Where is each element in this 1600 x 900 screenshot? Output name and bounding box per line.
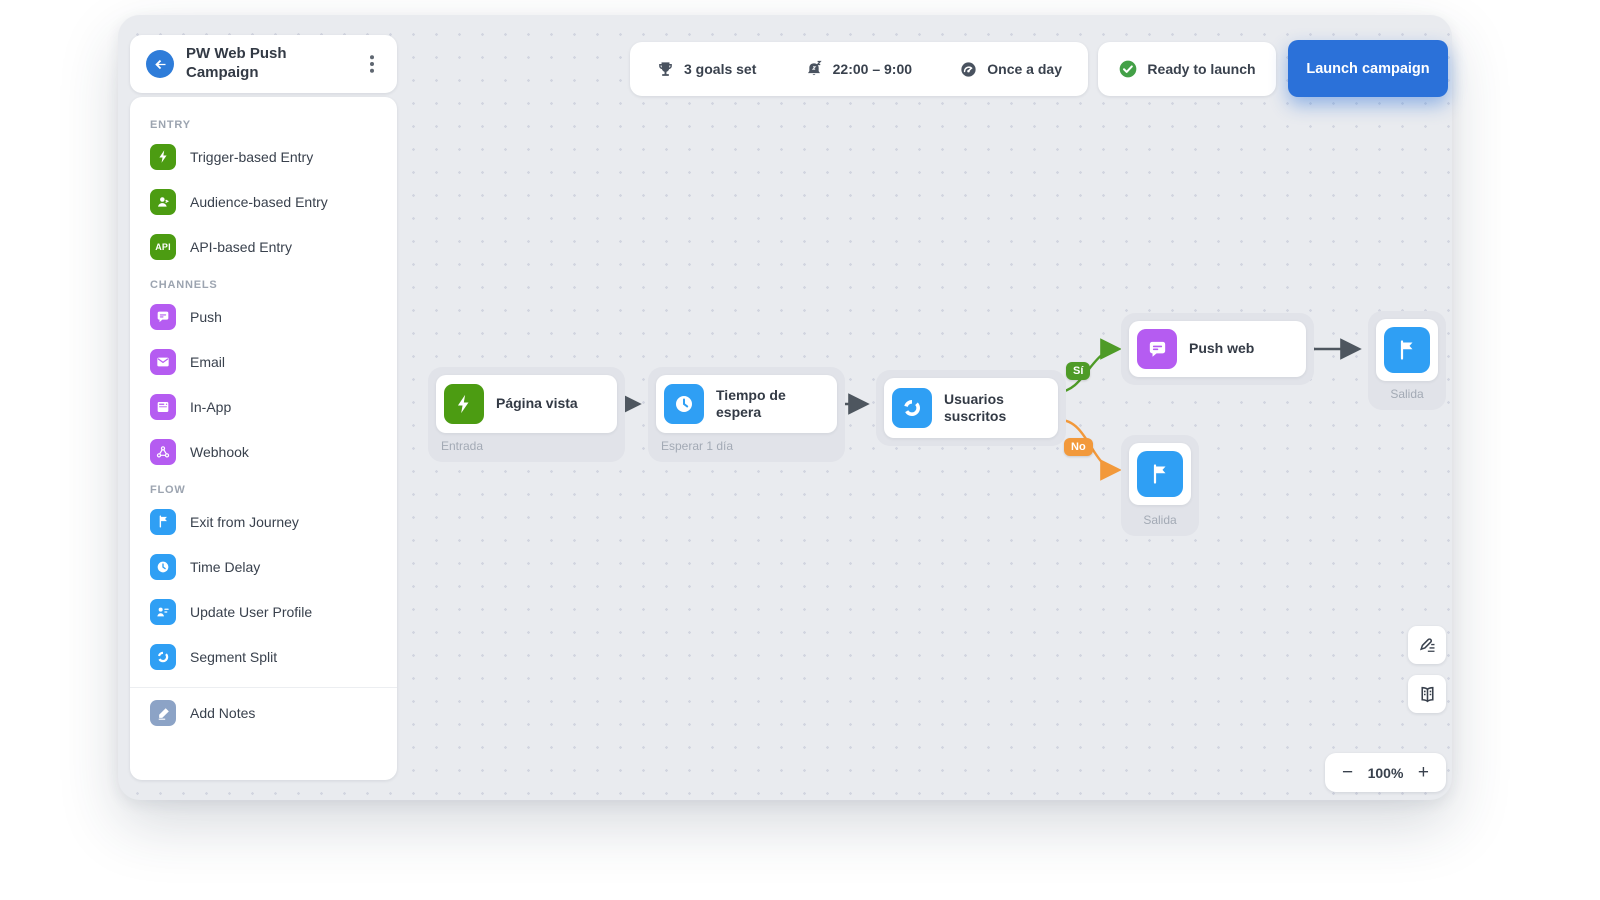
push-chat-icon (150, 303, 176, 330)
sidebar-item-label: Trigger-based Entry (190, 148, 314, 165)
flag-icon (1137, 451, 1183, 497)
node-title: Tiempo de espera (716, 386, 786, 421)
zoom-in-button[interactable]: + (1414, 761, 1433, 784)
clock-icon (150, 553, 176, 580)
sidebar-item-time-delay[interactable]: Time Delay (130, 544, 397, 589)
lightning-icon (444, 384, 484, 424)
node-group-push: Push web (1121, 313, 1314, 385)
zoom-level: 100% (1367, 764, 1404, 781)
quiet-hours-setting[interactable]: 22:00 – 9:00 (804, 59, 912, 79)
node-title: Usuarios suscritos (944, 390, 1007, 425)
node-group-entry: Página vista Entrada (428, 367, 625, 462)
node-caption: Entrada (441, 439, 484, 453)
sidebar-item-segment-split[interactable]: Segment Split (130, 634, 397, 679)
sidebar-item-audience-entry[interactable]: Audience-based Entry (130, 179, 397, 224)
audience-icon (150, 188, 176, 215)
zoom-out-button[interactable]: − (1338, 761, 1357, 784)
node-caption: Salida (1390, 387, 1424, 401)
node-caption: Esperar 1 día (661, 439, 734, 453)
section-label-channels: CHANNELS (150, 279, 218, 291)
sidebar-item-label: Push (190, 308, 222, 325)
launch-status: Ready to launch (1098, 42, 1276, 96)
node-group-exit-top: Salida (1368, 311, 1446, 410)
node-title: Push web (1189, 340, 1255, 357)
marker-icon (150, 700, 176, 726)
arrow-left-icon (154, 59, 165, 69)
section-label-entry: ENTRY (150, 119, 191, 131)
sidebar-item-add-notes[interactable]: Add Notes (130, 687, 397, 732)
campaign-settings-toolbar: 3 goals set 22:00 – 9:00 Once a day (630, 42, 1088, 96)
gauge-icon (961, 61, 976, 77)
node-pagina-vista[interactable]: Página vista (436, 375, 617, 433)
status-label: Ready to launch (1147, 61, 1256, 77)
check-circle-icon (1120, 60, 1137, 78)
clock-icon (664, 384, 704, 424)
sidebar-item-label: Segment Split (190, 648, 278, 665)
push-chat-icon (1137, 329, 1177, 369)
node-tiempo-de-espera[interactable]: Tiempo de espera (656, 375, 837, 433)
sidebar-item-webhook[interactable]: Webhook (130, 429, 397, 474)
zoom-controls: − 100% + (1325, 753, 1446, 792)
node-caption: Salida (1143, 513, 1177, 527)
node-push-web[interactable]: Push web (1129, 321, 1306, 377)
sidebar-item-label: Exit from Journey (190, 513, 299, 530)
guide-book-button[interactable] (1408, 675, 1446, 713)
kebab-menu-icon[interactable] (361, 50, 383, 78)
sidebar-item-update-profile[interactable]: Update User Profile (130, 589, 397, 634)
node-usuarios-suscritos[interactable]: Usuarios suscritos (884, 378, 1058, 438)
sleep-bell-icon (807, 60, 822, 76)
sidebar-item-label: API-based Entry (190, 238, 292, 255)
campaign-header: PW Web Push Campaign (130, 35, 397, 93)
campaign-title: PW Web Push Campaign (186, 45, 287, 81)
email-icon (150, 348, 176, 375)
goals-label: 3 goals set (684, 61, 757, 77)
sidebar-item-api-entry[interactable]: API API-based Entry (130, 224, 397, 269)
sidebar-item-push[interactable]: Push (130, 294, 397, 339)
node-group-exit-bottom: Salida (1121, 435, 1199, 536)
goals-setting[interactable]: 3 goals set (656, 60, 756, 79)
launch-campaign-button[interactable]: Launch campaign (1288, 40, 1448, 97)
flag-icon (1384, 327, 1430, 373)
api-icon: API (150, 233, 176, 260)
components-sidebar: ENTRY Trigger-based Entry Audience-based… (130, 97, 397, 780)
sidebar-item-label: Time Delay (190, 558, 261, 575)
frequency-setting[interactable]: Once a day (959, 60, 1062, 79)
trophy-icon (659, 61, 672, 76)
edit-notes-button[interactable] (1408, 626, 1446, 664)
webhook-icon (150, 438, 176, 465)
open-book-icon (1420, 686, 1434, 702)
sidebar-item-label: Webhook (190, 443, 249, 460)
sidebar-item-label: Email (190, 353, 226, 370)
sidebar-item-exit-journey[interactable]: Exit from Journey (130, 499, 397, 544)
sidebar-item-inapp[interactable]: In-App (130, 384, 397, 429)
node-group-split: Usuarios suscritos (876, 370, 1066, 446)
sidebar-item-label: Audience-based Entry (190, 193, 328, 210)
lightning-icon (150, 143, 176, 170)
sidebar-item-email[interactable]: Email (130, 339, 397, 384)
quiet-hours-label: 22:00 – 9:00 (832, 61, 913, 77)
sidebar-item-label: In-App (190, 398, 232, 415)
node-group-delay: Tiempo de espera Esperar 1 día (648, 367, 845, 462)
journey-canvas[interactable]: PW Web Push Campaign ENTRY Trigger-based… (118, 15, 1452, 800)
flag-icon (150, 508, 176, 535)
back-button[interactable] (146, 50, 174, 78)
branch-label-no: No (1064, 438, 1093, 456)
branch-label-yes: Sí (1066, 362, 1091, 380)
node-title: Página vista (496, 395, 578, 412)
segment-split-icon (892, 388, 932, 428)
section-label-flow: FLOW (150, 484, 186, 496)
sidebar-item-label: Update User Profile (190, 603, 313, 620)
node-salida-bottom[interactable] (1129, 443, 1191, 505)
segment-split-icon (150, 643, 176, 670)
inapp-icon (150, 393, 176, 420)
node-salida-top[interactable] (1376, 319, 1438, 381)
frequency-label: Once a day (987, 61, 1062, 77)
pencil-list-icon (1419, 638, 1435, 652)
sidebar-item-trigger-entry[interactable]: Trigger-based Entry (130, 134, 397, 179)
user-profile-icon (150, 598, 176, 625)
sidebar-item-label: Add Notes (190, 705, 256, 721)
